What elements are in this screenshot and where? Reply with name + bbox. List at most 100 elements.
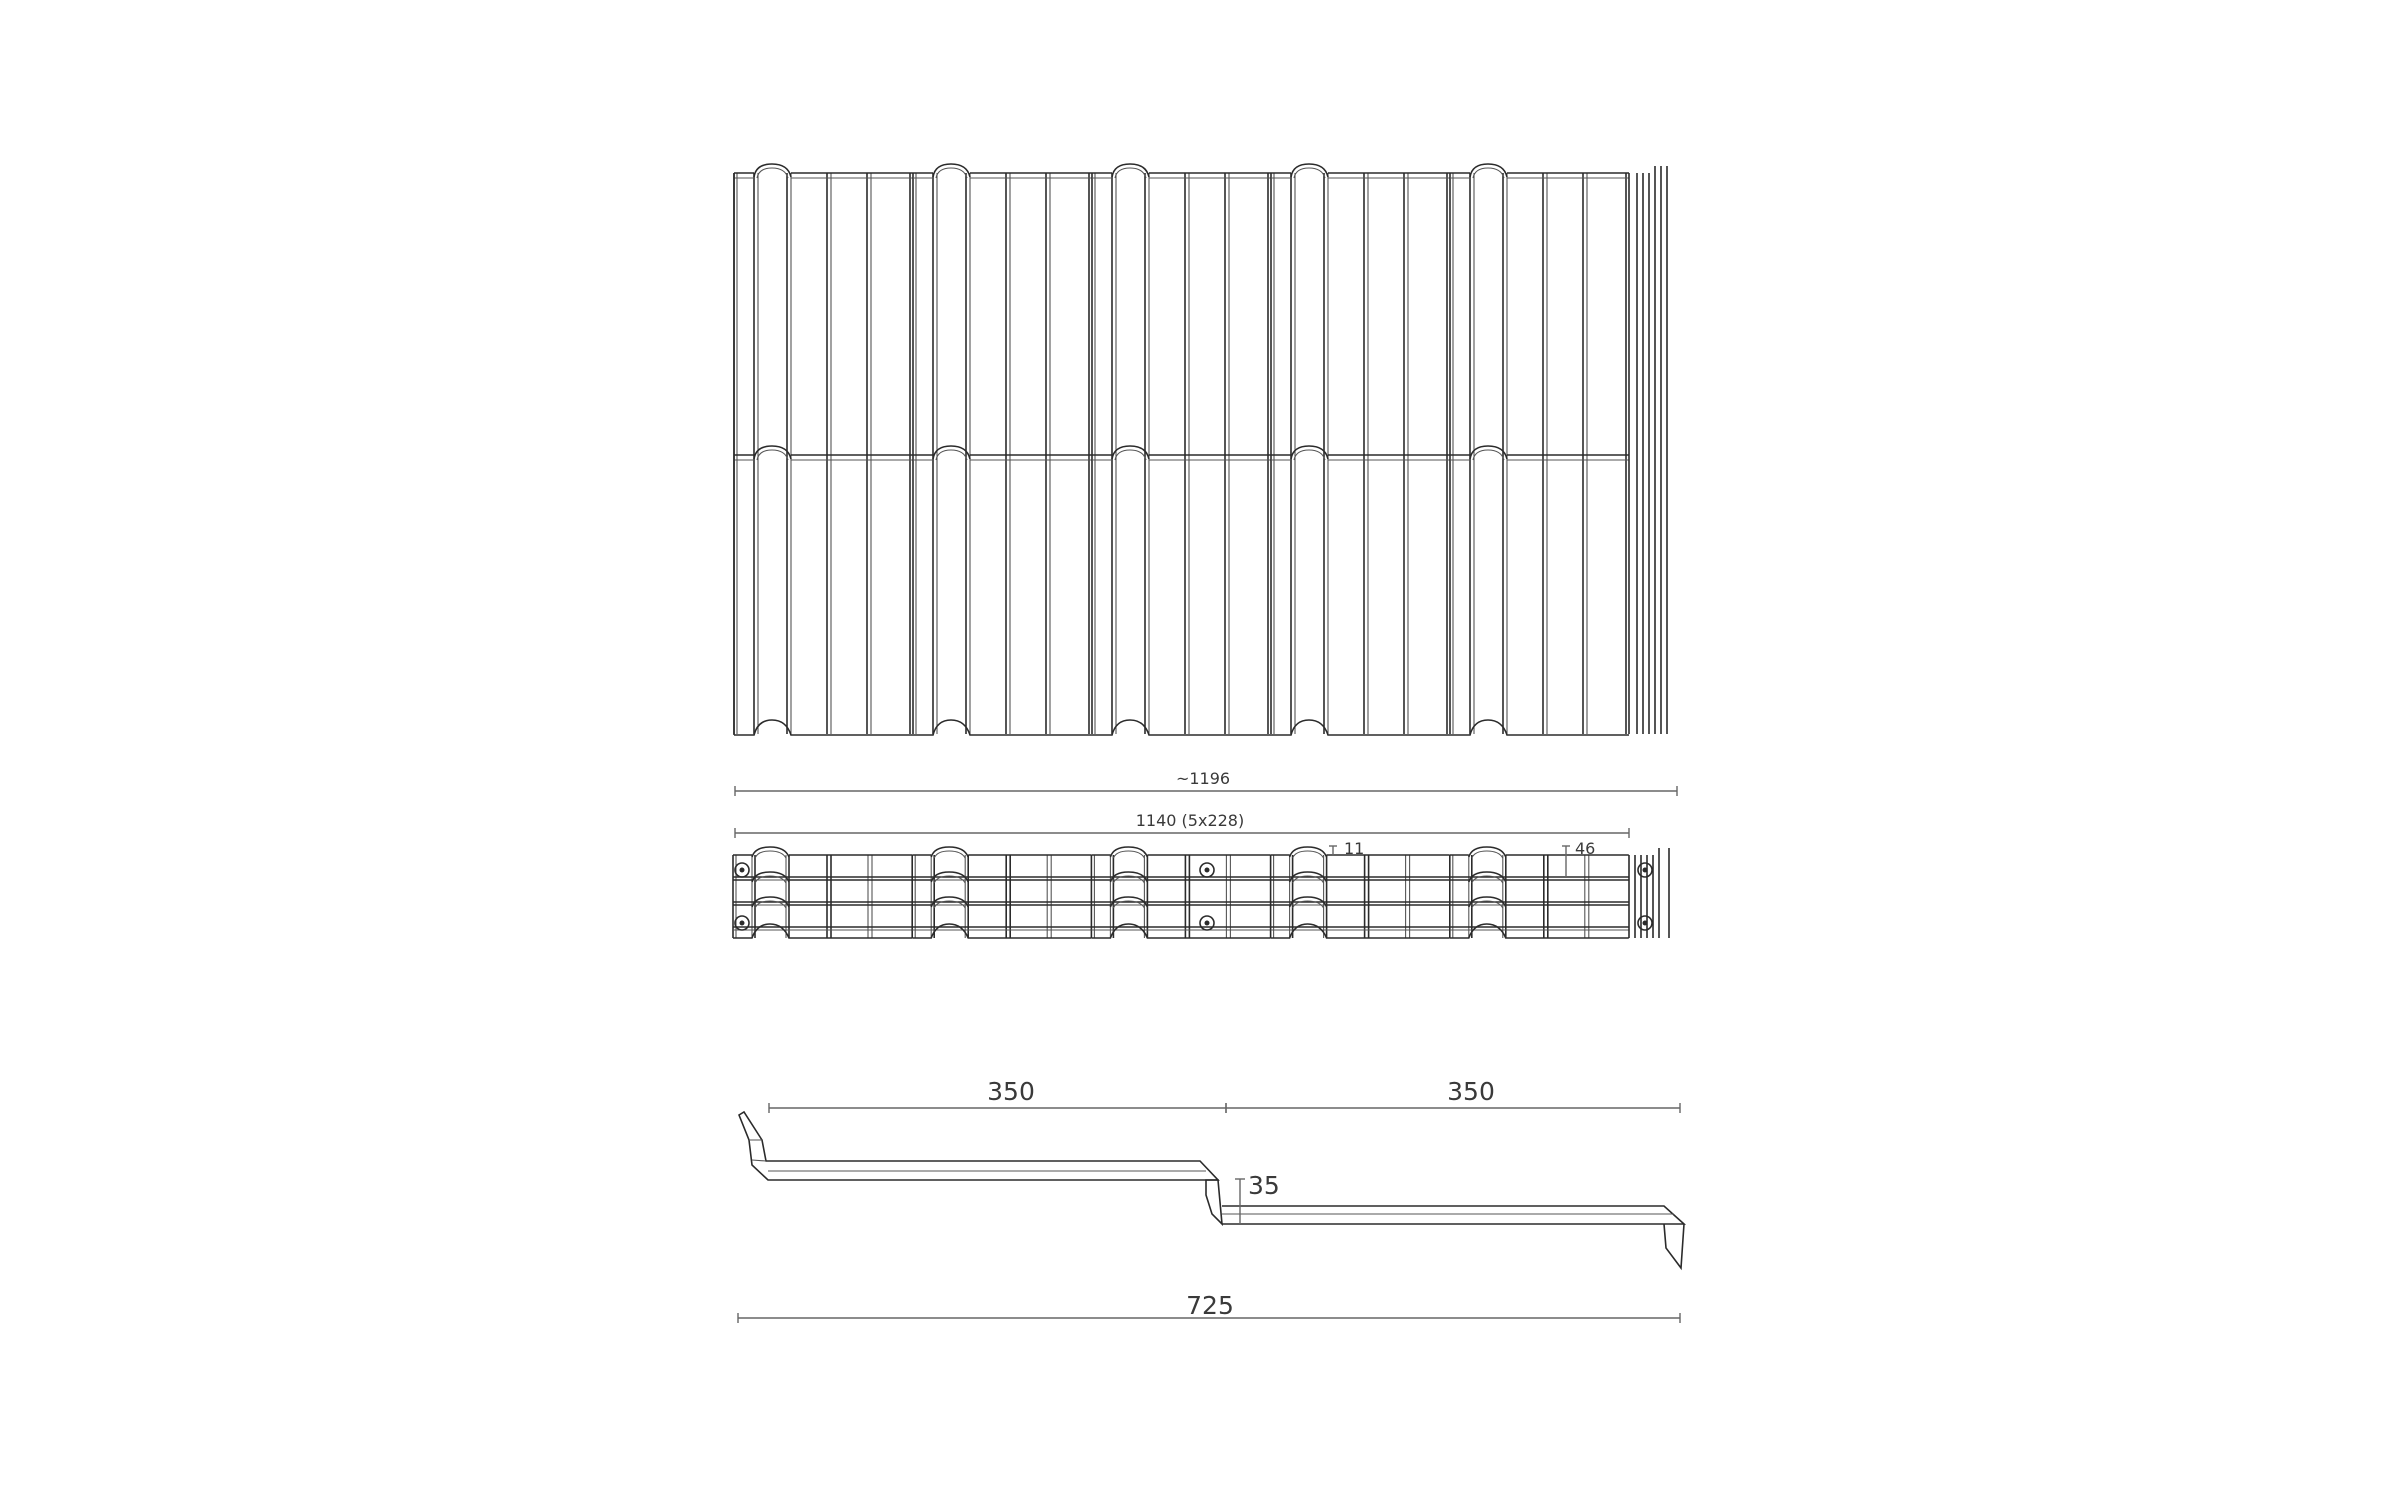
tile-module: [912, 163, 1092, 736]
screw-hole-center: [1642, 867, 1648, 873]
tile-bottom-edge: [1271, 719, 1450, 736]
tile-hump: [1471, 900, 1504, 909]
tile-bottom-edge: [733, 923, 912, 939]
tile-hump: [1471, 850, 1504, 859]
tile-module: [732, 846, 912, 939]
tile-hump: [754, 900, 787, 909]
overall-width-label: ~1196: [1176, 769, 1230, 788]
tile-sheet-top-view: [733, 163, 1668, 736]
screw-hole: [734, 862, 750, 878]
tile-hump: [1111, 163, 1150, 178]
screw-hole-outer: [1637, 915, 1653, 931]
screw-hole-outer: [1199, 862, 1215, 878]
tile-hump: [1288, 846, 1328, 858]
tile-hump: [932, 445, 971, 460]
tile-module: [1090, 846, 1271, 939]
tile-hump: [1293, 167, 1326, 179]
tile-hump: [1288, 871, 1328, 883]
tile-module: [911, 846, 1092, 939]
tile-hump: [930, 871, 969, 883]
rib-height-label: 11: [1344, 839, 1364, 858]
screw-hole-center: [739, 867, 745, 873]
dimension-lines: [734, 786, 1681, 1323]
tile-hump: [1292, 850, 1325, 859]
tile-hump: [935, 449, 968, 461]
tile-bottom-edge: [912, 923, 1092, 939]
tile-hump: [1112, 900, 1145, 909]
tile-hump: [933, 850, 966, 859]
upper-tile-section: [738, 1110, 1220, 1181]
tile-hump: [753, 445, 792, 460]
tile-hump: [1290, 163, 1329, 178]
tile-hump: [1469, 445, 1508, 460]
tile-hump: [1112, 875, 1145, 884]
tile-module: [1449, 846, 1629, 939]
tile-hump: [754, 850, 787, 859]
tile-bottom-edge: [1449, 923, 1629, 939]
step-height-label: 35: [1248, 1171, 1280, 1200]
tile-bottom-edge: [1092, 719, 1271, 736]
tile-hump: [1471, 875, 1504, 884]
tile-module: [733, 163, 913, 736]
tile-hump: [1288, 896, 1328, 908]
tile-bottom-edge: [1270, 923, 1450, 939]
tile-hump: [1111, 445, 1150, 460]
lower-tile-section: [1222, 1205, 1687, 1225]
screw-hole-outer: [1637, 862, 1653, 878]
tile-bottom-edge: [913, 719, 1092, 736]
tile-hump: [756, 167, 789, 179]
tile-bottom-edge: [1091, 923, 1271, 939]
tile-hump: [751, 896, 790, 908]
tile-hump: [1114, 449, 1147, 461]
tile-module: [1091, 163, 1271, 736]
screw-hole: [1199, 862, 1215, 878]
screw-hole: [1199, 915, 1215, 931]
tile-hump: [933, 900, 966, 909]
screw-hole-center: [739, 920, 745, 926]
length-1-label: 350: [987, 1077, 1035, 1106]
tile-hump: [930, 896, 969, 908]
tile-hump: [1472, 449, 1505, 461]
screw-hole: [734, 915, 750, 931]
total-length-label: 725: [1186, 1291, 1234, 1320]
tile-profile-side-view: [738, 1110, 1687, 1271]
tile-hump: [753, 163, 792, 178]
tile-hump: [756, 449, 789, 461]
tile-hump: [751, 871, 790, 883]
tile-hump: [1290, 445, 1329, 460]
tile-module: [1269, 846, 1450, 939]
tile-hump: [1468, 846, 1507, 858]
tile-hump: [1109, 896, 1149, 908]
length-2-label: 350: [1447, 1077, 1495, 1106]
step-section: [1205, 1179, 1223, 1227]
screw-hole-center: [1204, 920, 1210, 926]
tile-hump: [1114, 167, 1147, 179]
tile-bottom-edge: [734, 719, 913, 736]
tile-hump: [1292, 875, 1325, 884]
screw-hole: [1637, 862, 1653, 878]
tile-hump: [751, 846, 790, 858]
screw-hole-center: [1642, 920, 1648, 926]
tile-module: [1449, 163, 1629, 736]
screw-hole-outer: [734, 915, 750, 931]
rib-spacing-label: 46: [1575, 839, 1595, 858]
screw-hole: [1637, 915, 1653, 931]
covering-width-label: 1140 (5x228): [1136, 811, 1244, 830]
tile-hump: [932, 163, 971, 178]
screw-hole-outer: [734, 862, 750, 878]
tile-bottom-edge: [1450, 719, 1629, 736]
tile-hump: [1292, 900, 1325, 909]
tile-hump: [1109, 846, 1149, 858]
tile-hump: [1109, 871, 1149, 883]
tile-hump: [1468, 871, 1507, 883]
tile-hump: [1293, 449, 1326, 461]
tile-hump: [754, 875, 787, 884]
tile-hump: [933, 875, 966, 884]
tile-hump: [935, 167, 968, 179]
tile-module: [1270, 163, 1450, 736]
tile-hump: [1112, 850, 1145, 859]
tile-hump: [1469, 163, 1508, 178]
right-hook: [1663, 1223, 1685, 1271]
tile-hump: [1468, 896, 1507, 908]
